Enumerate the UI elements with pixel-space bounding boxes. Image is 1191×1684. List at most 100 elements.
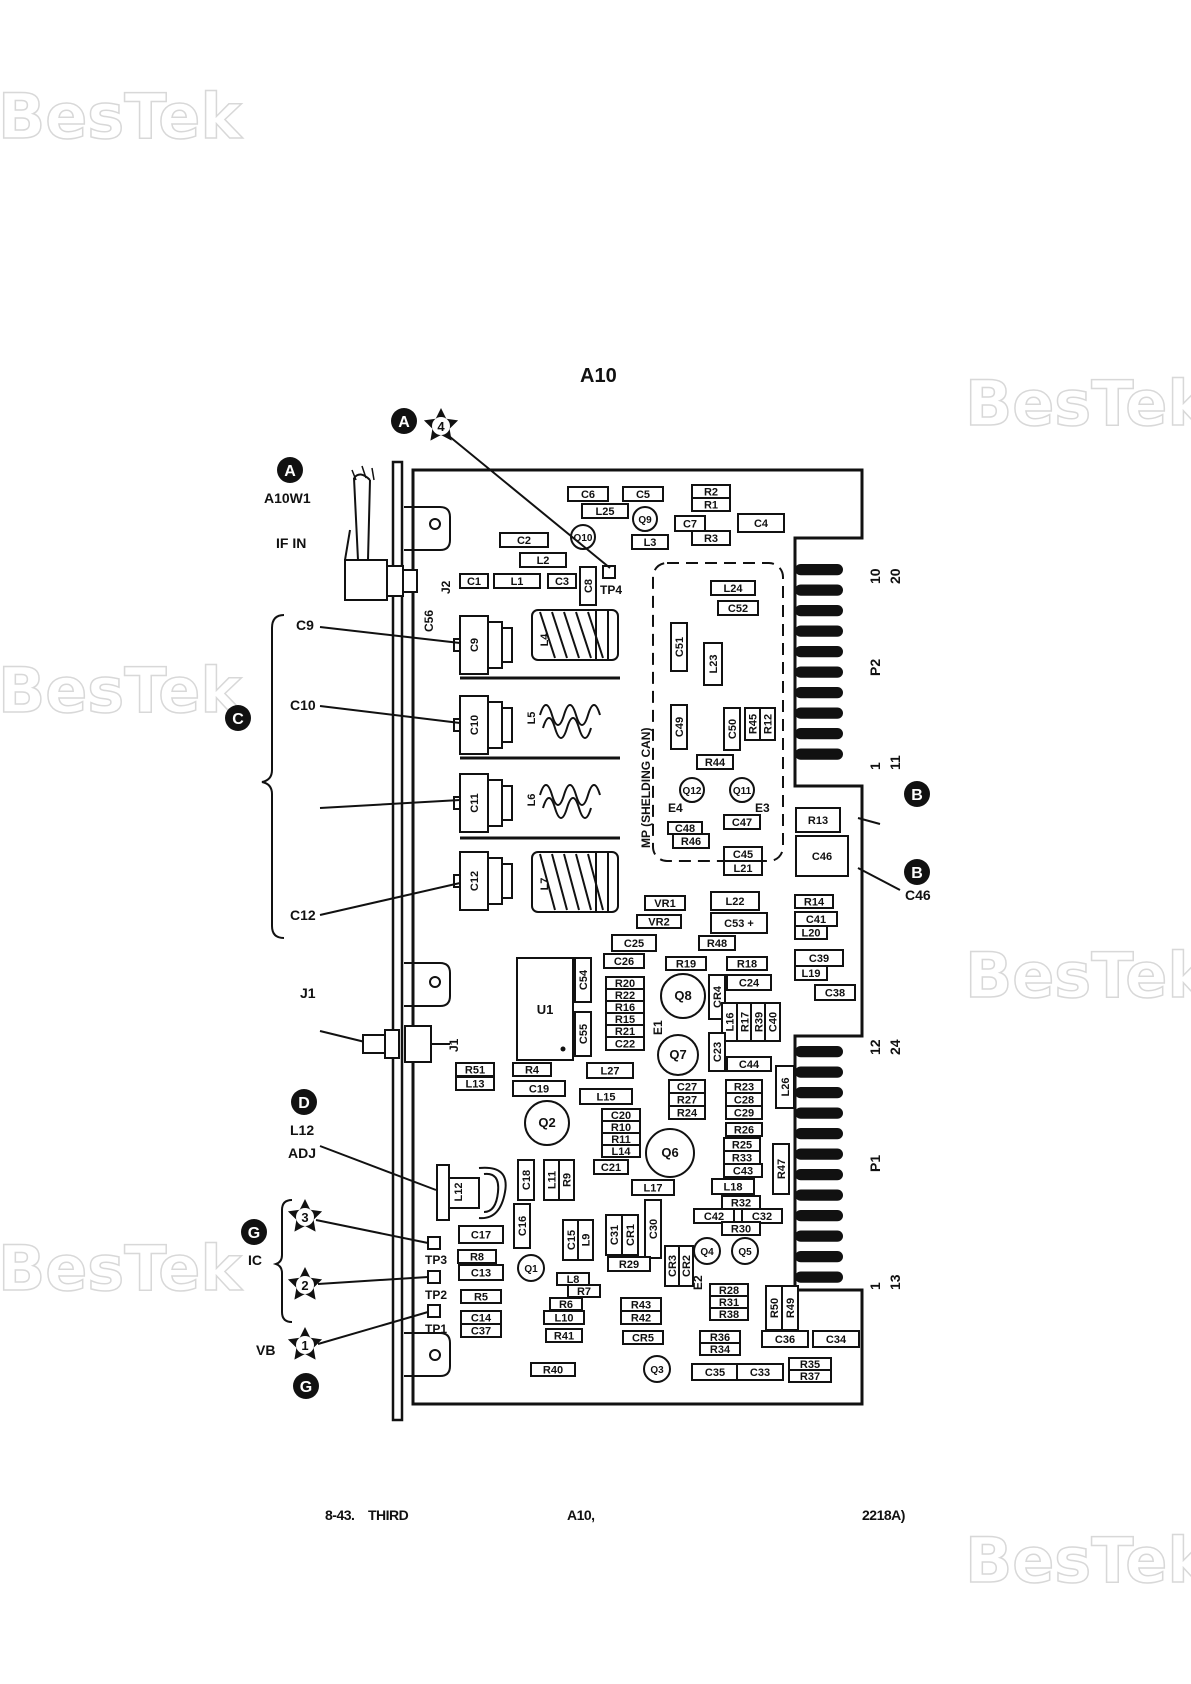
connector-finger [795, 564, 843, 576]
component-r46: R46 [672, 833, 710, 849]
connector-finger [795, 1107, 843, 1119]
watermark: BesTek [965, 939, 1191, 1012]
label-c9: C9 [296, 617, 314, 633]
component-r42: R42 [620, 1310, 662, 1325]
callout-c: C [225, 705, 251, 731]
label-j1b: J1 [447, 1038, 461, 1052]
component-c55: C55 [574, 1011, 592, 1057]
callout-g: G [293, 1373, 319, 1399]
star-number: 2 [301, 1278, 308, 1293]
shield-separator [460, 676, 620, 840]
connector-finger [795, 1128, 843, 1140]
component-c27: C27 [668, 1079, 706, 1094]
component-label: R42 [631, 1313, 651, 1325]
component-label: C23 [712, 1042, 724, 1062]
component-c13: C13 [458, 1264, 504, 1281]
caption-model: 2218A) [862, 1507, 905, 1523]
component-c1: C1 [459, 573, 489, 589]
label-c56: C56 [422, 610, 436, 632]
component-l19: L19 [794, 965, 828, 981]
component-l24: L24 [710, 580, 756, 596]
component-label: C20 [611, 1110, 631, 1122]
front-panel [391, 460, 404, 1422]
component-c34: C34 [812, 1330, 860, 1348]
component-l9: L9 [577, 1219, 594, 1261]
component-c44: C44 [726, 1056, 772, 1072]
component-c42: C42 [693, 1208, 735, 1224]
test-point-tp3 [427, 1236, 441, 1250]
component-label: L10 [555, 1313, 574, 1325]
connector-finger [795, 1271, 843, 1283]
component-label: C22 [615, 1039, 635, 1051]
component-label: R11 [611, 1134, 631, 1146]
component-r23: R23 [725, 1079, 763, 1094]
watermark: BesTek [0, 654, 243, 727]
watermark: BesTek [0, 1232, 243, 1305]
svg-text:A: A [284, 463, 296, 480]
component-label: Q5 [738, 1247, 752, 1258]
svg-text:C: C [232, 711, 244, 728]
component-label: R19 [676, 959, 696, 971]
component-label: C7 [683, 519, 697, 531]
component-label: C40 [768, 1012, 780, 1032]
component-label: L1 [511, 576, 524, 588]
component-label: C12 [469, 871, 481, 891]
connector-finger [795, 1169, 843, 1181]
component-label: L16 [725, 1013, 737, 1032]
component-label: C1 [467, 576, 481, 588]
component-label: C17 [471, 1230, 491, 1242]
component-r39: R39 [750, 1002, 767, 1042]
component-c15: C15 [562, 1219, 580, 1261]
label-pin-24: 24 [887, 1039, 903, 1055]
component-r15: R15 [605, 1012, 645, 1026]
callout-g: G [241, 1219, 267, 1245]
component-c25: C25 [611, 934, 657, 952]
component-label: Q11 [733, 786, 752, 797]
label-pin-13: 13 [887, 1274, 903, 1290]
component-label: L11 [547, 1171, 559, 1189]
component-label: R50 [769, 1298, 781, 1318]
component-r4: R4 [512, 1062, 552, 1077]
bracket-c [261, 614, 285, 939]
component-r14: R14 [794, 894, 834, 909]
connector-finger [795, 1210, 843, 1222]
label-e1: E1 [651, 1020, 665, 1035]
component-r9: R9 [558, 1159, 575, 1201]
component-r34: R34 [699, 1342, 741, 1356]
component-label: R3 [704, 533, 718, 545]
component-c48: C48 [667, 821, 703, 835]
component-c24: C24 [726, 974, 772, 991]
board-outline [411, 468, 864, 1406]
component-r1: R1 [691, 497, 731, 512]
label-pin-10: 10 [867, 568, 883, 584]
component-c23: C23 [708, 1032, 726, 1072]
component-c2: C2 [499, 532, 549, 548]
watermark: BesTek [965, 1524, 1191, 1597]
component-label: L20 [802, 928, 821, 940]
mount-tab [404, 506, 451, 551]
component-c4: C4 [737, 513, 785, 533]
component-r7: R7 [567, 1284, 601, 1298]
component-l15: L15 [579, 1088, 633, 1105]
label-pin-11: 11 [887, 755, 903, 770]
component-label: C50 [727, 719, 739, 739]
component-label: C42 [704, 1211, 724, 1223]
component-label: C32 [752, 1211, 772, 1223]
component-l3: L3 [631, 534, 669, 550]
component-label: C46 [812, 851, 832, 863]
component-label: C36 [775, 1334, 795, 1346]
component-cr1: CR1 [621, 1214, 639, 1256]
component-label: C19 [529, 1084, 549, 1096]
component-label: CR3 [667, 1255, 679, 1277]
label-c12: C12 [290, 907, 316, 923]
component-c45: C45 [723, 846, 763, 862]
component-r16: R16 [605, 1000, 645, 1014]
component-cr2: CR2 [678, 1245, 694, 1287]
star-marker-s2: 2 [287, 1267, 323, 1300]
component-c35: C35 [691, 1363, 739, 1381]
coil-l7 [531, 851, 619, 913]
component-label: Q10 [574, 533, 593, 544]
component-c49: C49 [670, 704, 688, 750]
connector-finger [795, 666, 843, 678]
component-c30: C30 [644, 1199, 662, 1259]
